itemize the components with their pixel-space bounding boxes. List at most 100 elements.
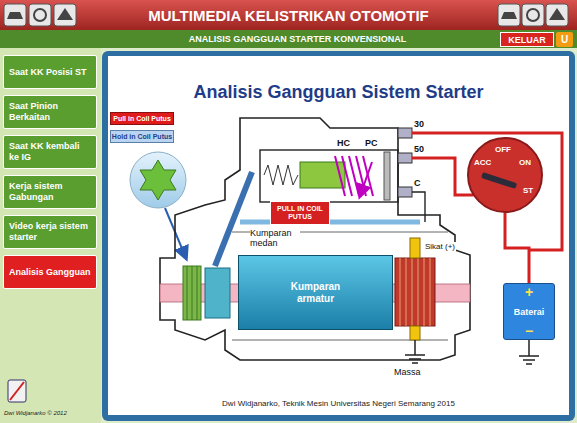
starter-housing bbox=[232, 232, 448, 340]
terminal-bolts bbox=[398, 128, 412, 197]
title-bar bbox=[0, 0, 577, 30]
terminal-bolts bbox=[398, 187, 412, 197]
brushes bbox=[410, 326, 420, 340]
wire bbox=[505, 213, 529, 283]
exit-icon: U bbox=[556, 32, 573, 47]
car-icons bbox=[546, 4, 568, 26]
subtitle: ANALISIS GANGGUAN STARTER KONVENSIONAL bbox=[100, 34, 495, 44]
node-text: PULL IN COIL PUTUS bbox=[274, 205, 326, 221]
node-text: ON bbox=[519, 158, 531, 167]
node-text: Saat KK kembali ke IG bbox=[9, 141, 91, 163]
menu-button: Analisis Gangguan bbox=[3, 255, 97, 289]
fault-callout: PULL IN COIL PUTUS bbox=[270, 201, 330, 225]
pinion-icon bbox=[140, 160, 176, 200]
node-text: Saat KK Posisi ST bbox=[9, 67, 87, 78]
menu-button: Saat KK kembali ke IG bbox=[3, 135, 97, 169]
commutator bbox=[395, 258, 435, 326]
pinion-icon bbox=[130, 152, 186, 208]
panel-title: Analisis Gangguan Sistem Starter bbox=[108, 82, 569, 103]
terminal-bolts bbox=[398, 128, 412, 138]
solenoid bbox=[260, 150, 398, 202]
caption: Dwi Widjanarko, Teknik Mesin Universitas… bbox=[108, 399, 569, 408]
terminal-bolts bbox=[398, 153, 412, 163]
armature-block: Kumparan armatur bbox=[238, 255, 393, 330]
author-icon bbox=[8, 380, 26, 402]
node-text: Pull in Coil Putus bbox=[113, 115, 171, 122]
subtitle-bar bbox=[0, 30, 577, 48]
terminal-label: 50 bbox=[414, 144, 424, 154]
solenoid bbox=[384, 152, 390, 200]
ignition-switch: ACCOFFONST bbox=[467, 137, 543, 213]
fault-button: Pull in Coil Putus bbox=[110, 112, 174, 125]
battery-wire bbox=[412, 158, 473, 195]
node-text: Hold in Coil Putus bbox=[112, 133, 172, 140]
car-icons bbox=[498, 4, 520, 26]
field-coil bbox=[240, 192, 425, 222]
node-text: Baterai bbox=[514, 307, 545, 317]
menu-button: Kerja sistem Gabungan bbox=[3, 175, 97, 209]
node-text: ST bbox=[523, 186, 533, 195]
pinion-gear bbox=[183, 266, 201, 320]
car-icons bbox=[54, 4, 76, 26]
part-label: Massa bbox=[394, 367, 421, 377]
content-frame bbox=[102, 51, 575, 421]
node-text: Saat Pinion Berkaitan bbox=[9, 101, 91, 123]
ground-symbol bbox=[405, 340, 425, 363]
field-coil bbox=[240, 220, 420, 225]
car-icons bbox=[34, 9, 46, 21]
node-text: Analisis Gangguan bbox=[9, 267, 91, 278]
field-coil bbox=[412, 192, 425, 222]
battery-wire bbox=[412, 133, 562, 250]
car-icons bbox=[4, 4, 568, 26]
starter-housing bbox=[160, 118, 470, 360]
battery-wire bbox=[412, 133, 562, 250]
brushes bbox=[410, 238, 420, 258]
app-title: MULTIMEDIA KELISTRIKAN OTOMOTIF bbox=[82, 7, 495, 24]
car-icons bbox=[522, 4, 544, 26]
car-icons bbox=[7, 12, 23, 19]
title-bar bbox=[0, 0, 577, 30]
shift-lever bbox=[215, 172, 252, 266]
ground-symbol bbox=[405, 340, 539, 364]
key-handle bbox=[481, 172, 517, 189]
shift-lever bbox=[215, 172, 252, 266]
subtitle-bar bbox=[0, 30, 577, 48]
pinion-gear bbox=[187, 266, 197, 320]
solenoid bbox=[264, 165, 298, 185]
node-text: ACC bbox=[474, 158, 491, 167]
starter-housing bbox=[160, 118, 470, 360]
node-text: Video kerja sistem starter bbox=[9, 221, 91, 243]
ground-symbol bbox=[519, 340, 539, 364]
menu-button: Saat Pinion Berkaitan bbox=[3, 95, 97, 129]
part-label: Sikat (+) bbox=[424, 242, 456, 251]
node-text: Kerja sistem Gabungan bbox=[9, 181, 91, 203]
copyright-note: Dwi Widjanarko © 2012 bbox=[4, 410, 67, 416]
terminal-label: 30 bbox=[414, 119, 424, 129]
car-icons bbox=[4, 4, 26, 26]
author-icon bbox=[8, 380, 26, 402]
node-text: + bbox=[525, 285, 533, 299]
brushes bbox=[410, 238, 420, 340]
terminal-label: C bbox=[414, 178, 421, 188]
car-icons bbox=[527, 9, 539, 21]
menu-button: Saat KK Posisi ST bbox=[3, 55, 97, 89]
menu-button: Video kerja sistem starter bbox=[3, 215, 97, 249]
fault-button: Hold in Coil Putus bbox=[110, 130, 174, 143]
pinion-icon bbox=[130, 152, 186, 258]
commutator bbox=[400, 258, 430, 326]
commutator bbox=[395, 258, 435, 326]
clutch bbox=[205, 268, 230, 318]
menu-panel bbox=[0, 48, 101, 423]
solenoid bbox=[260, 150, 398, 202]
solenoid bbox=[335, 156, 373, 196]
node-text: Kumparan armatur bbox=[276, 281, 356, 305]
car-icons bbox=[501, 12, 517, 19]
coil-label: PC bbox=[364, 138, 379, 148]
solenoid bbox=[360, 162, 372, 196]
menu-panel bbox=[0, 48, 101, 423]
node-text: KELUAR bbox=[508, 35, 546, 45]
battery: +Baterai− bbox=[503, 283, 555, 340]
